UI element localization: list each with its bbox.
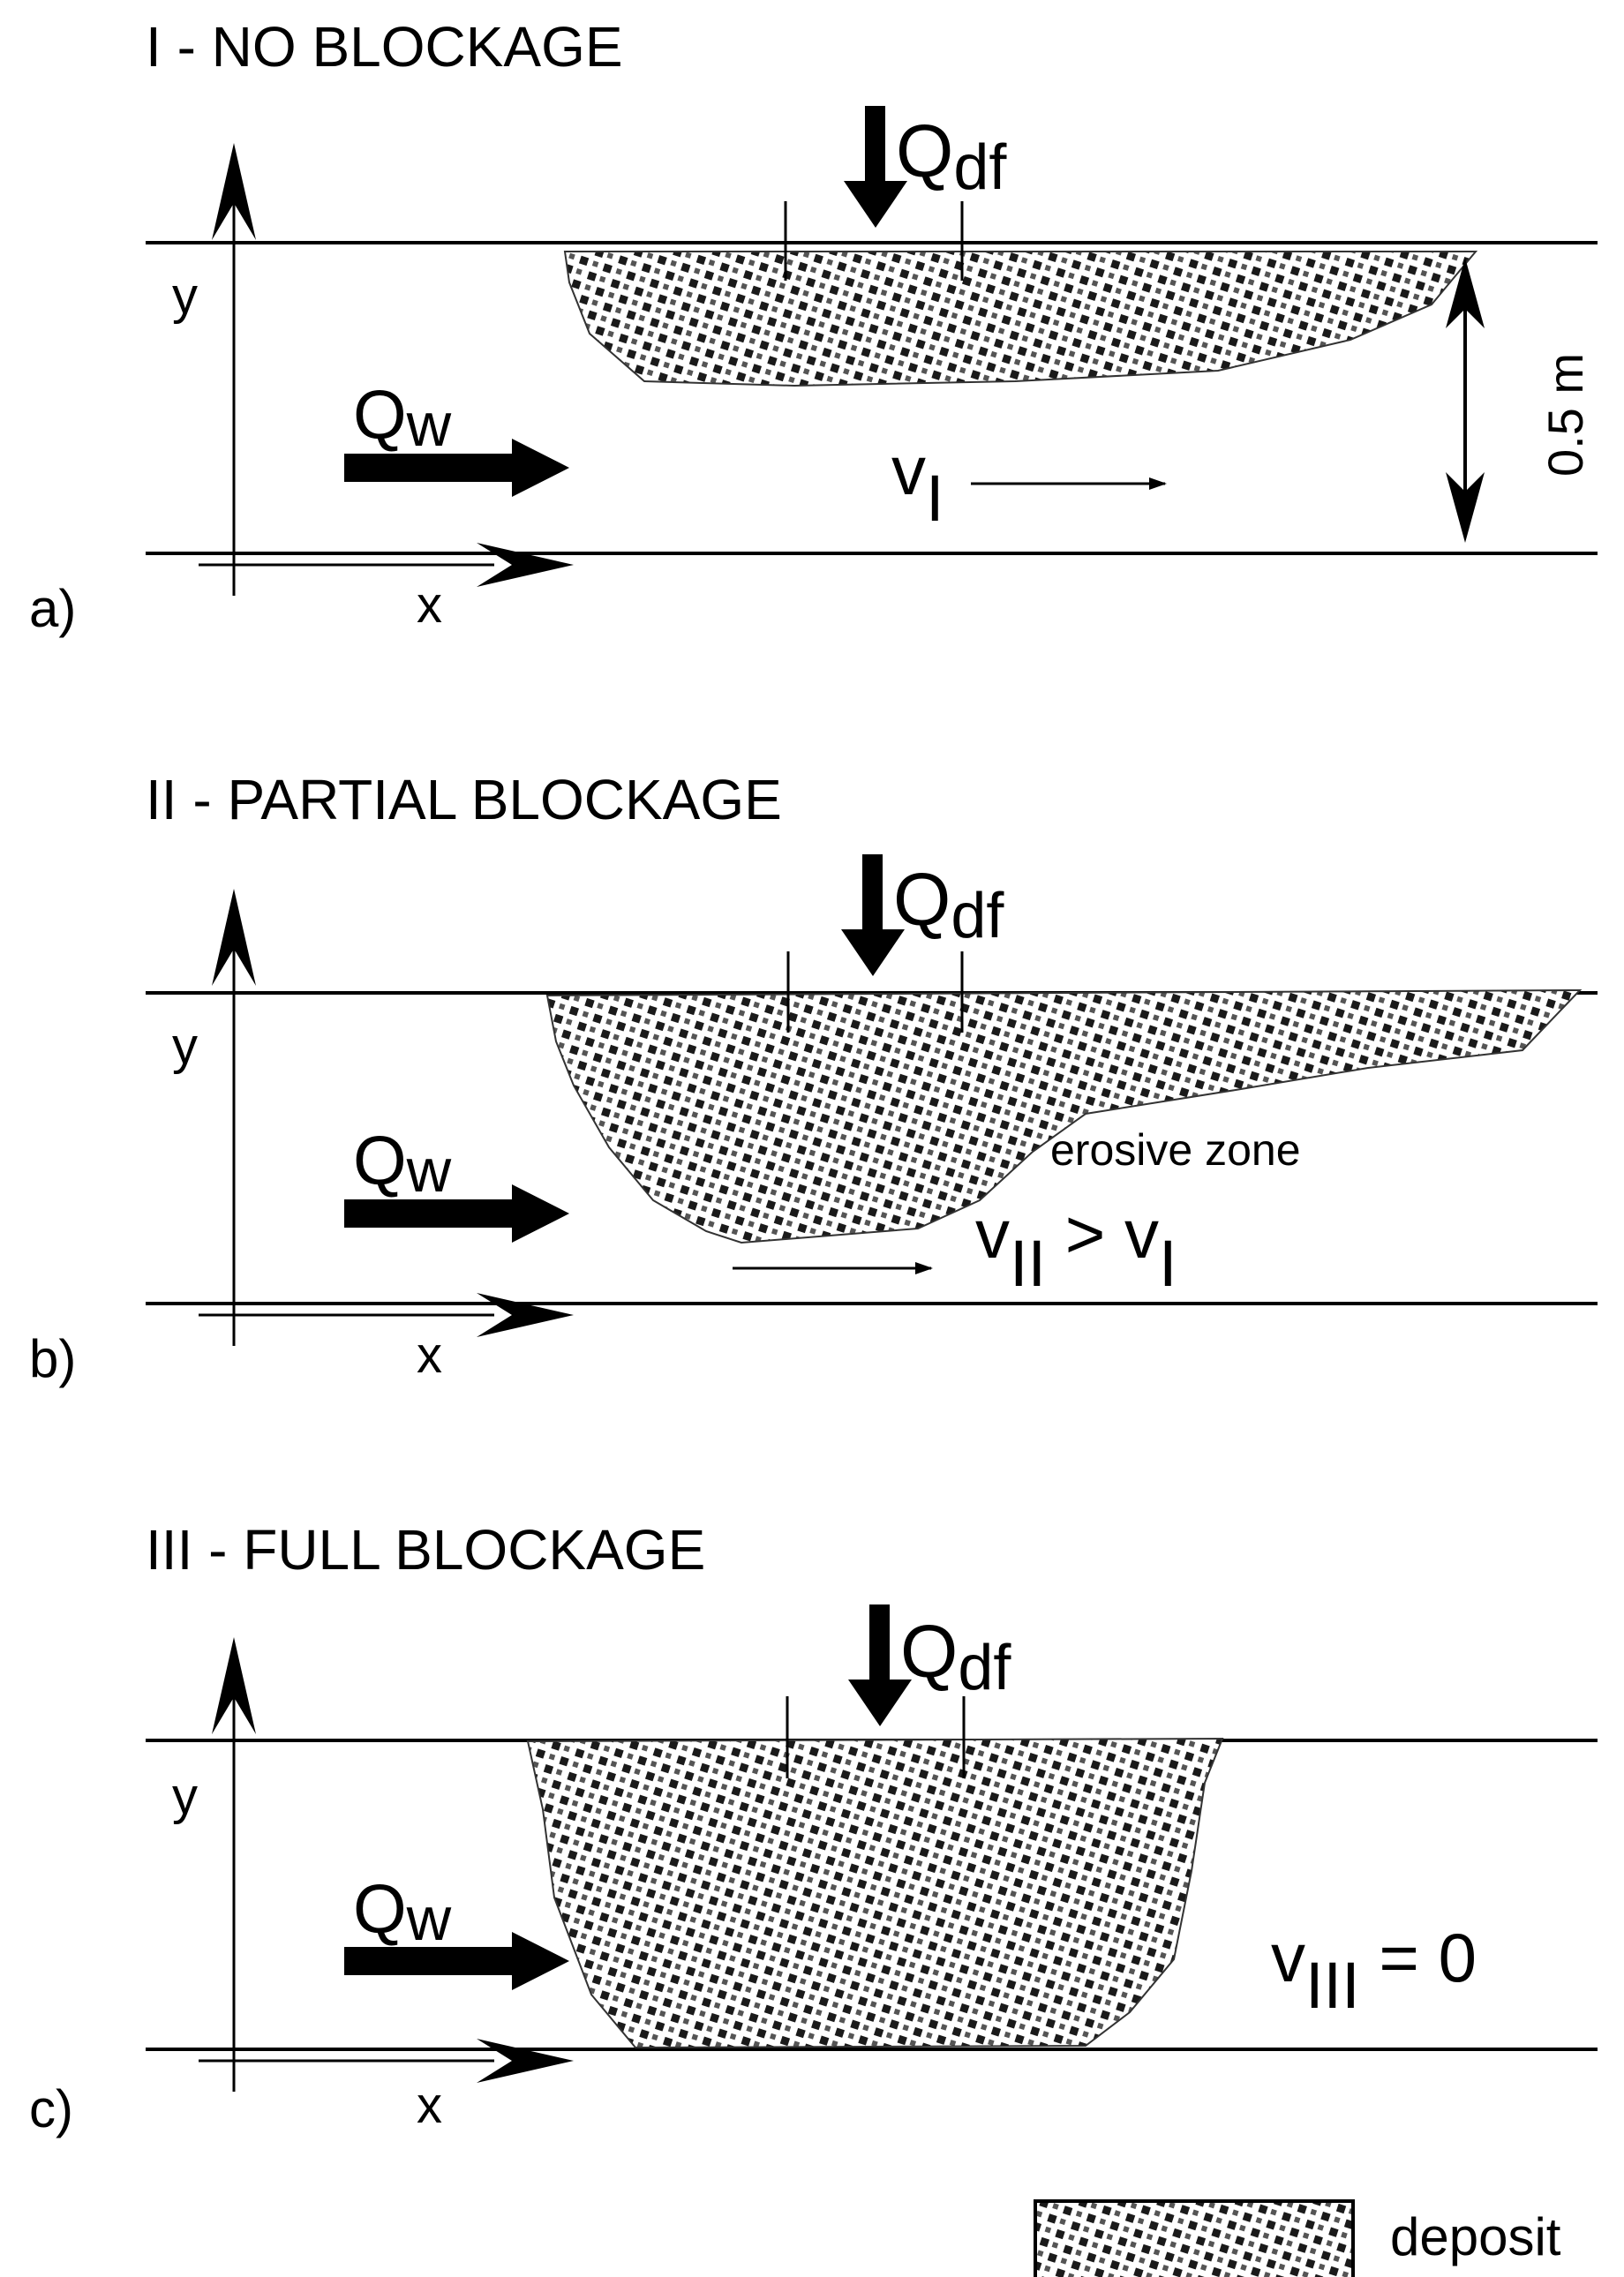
y-axis-label: y [172, 1018, 198, 1075]
panel-title: III - FULL BLOCKAGE [146, 1518, 705, 1582]
x-axis-arrowhead [477, 2039, 574, 2083]
qdf-arrow [848, 1604, 912, 1726]
velocity-label: vIII = 0 [1271, 1919, 1477, 2022]
qw-label: Qw [353, 376, 452, 459]
svg-text:Qdf: Qdf [893, 858, 1004, 951]
qw-arrow [344, 1184, 569, 1243]
qw-arrow [344, 439, 569, 497]
x-axis-label: x [417, 1326, 442, 1384]
velocity-label: vI [891, 432, 944, 535]
deposit-area [545, 988, 1583, 1244]
qdf-arrow [844, 106, 907, 228]
panel-title: I - NO BLOCKAGE [146, 15, 623, 79]
svg-text:Qw: Qw [353, 1122, 452, 1205]
qdf-arrow [841, 854, 905, 976]
svg-text:vIII = 0: vIII = 0 [1271, 1919, 1477, 2022]
panel-c: III - FULL BLOCKAGE y x c) Qdf Qw vIII =… [29, 1518, 1598, 2138]
y-axis-label: y [172, 1768, 198, 1825]
x-axis-arrowhead [477, 1293, 574, 1337]
svg-text:Qw: Qw [353, 376, 452, 459]
x-axis-label: x [417, 2077, 442, 2134]
erosive-zone-label: erosive zone [1050, 1125, 1301, 1175]
legend: deposit [1034, 2199, 1561, 2277]
deposit-area [526, 1737, 1224, 2049]
y-axis-label: y [172, 267, 198, 325]
svg-text:vII > vI: vII > vI [975, 1195, 1177, 1300]
qw-arrow [344, 1932, 569, 1990]
panel-letter: c) [29, 2079, 73, 2138]
x-axis-label: x [417, 576, 442, 634]
qdf-label: Qdf [896, 109, 1007, 203]
depth-label: 0.5 m [1538, 353, 1593, 477]
svg-text:Qw: Qw [353, 1870, 452, 1953]
velocity-label: vII > vI [975, 1195, 1177, 1300]
depth-arrowhead-top [1446, 258, 1485, 328]
y-axis-arrowhead [212, 143, 256, 240]
panel-letter: a) [29, 579, 76, 638]
legend-swatch [1034, 2199, 1355, 2277]
deposit-area [563, 251, 1478, 387]
panel-b: II - PARTIAL BLOCKAGE y x b) Qdf Qw eros… [29, 768, 1598, 1388]
y-axis-arrowhead [212, 889, 256, 986]
qdf-label: Qdf [900, 1610, 1011, 1703]
qw-label: Qw [353, 1122, 452, 1205]
qdf-label: Qdf [893, 858, 1004, 951]
qw-label: Qw [353, 1870, 452, 1953]
legend-label: deposit [1390, 2207, 1561, 2266]
panel-letter: b) [29, 1329, 76, 1388]
svg-text:Qdf: Qdf [896, 109, 1007, 203]
x-axis-arrowhead [477, 543, 574, 587]
svg-text:vI: vI [891, 432, 944, 535]
panel-title: II - PARTIAL BLOCKAGE [146, 768, 782, 831]
panel-a: I - NO BLOCKAGE y x a) Qdf Qw vI [29, 15, 1598, 638]
depth-arrowhead-bottom [1446, 472, 1485, 543]
svg-text:Qdf: Qdf [900, 1610, 1011, 1703]
y-axis-arrowhead [212, 1637, 256, 1734]
